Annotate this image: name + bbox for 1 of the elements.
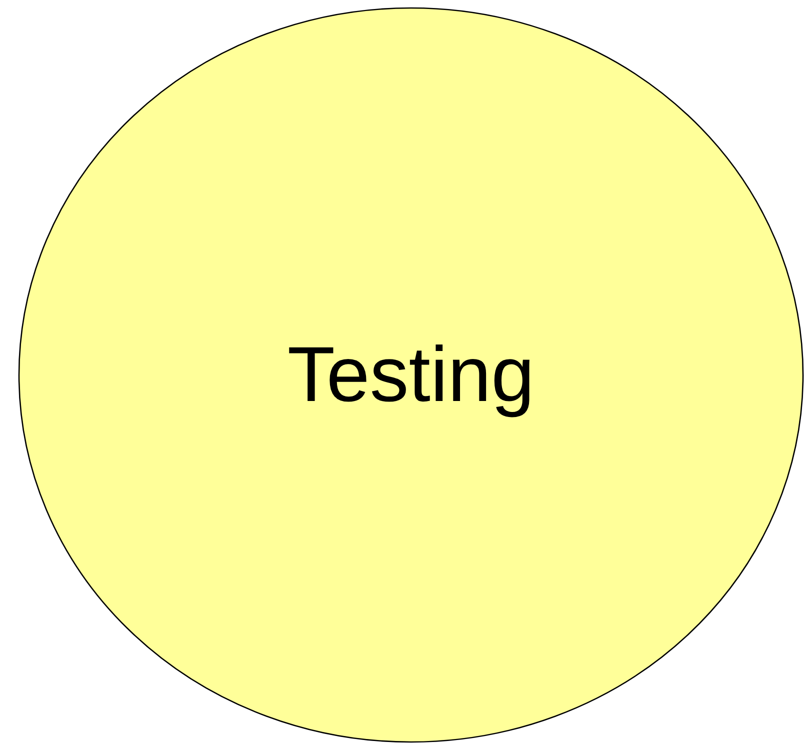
node-label: Testing	[287, 332, 535, 418]
